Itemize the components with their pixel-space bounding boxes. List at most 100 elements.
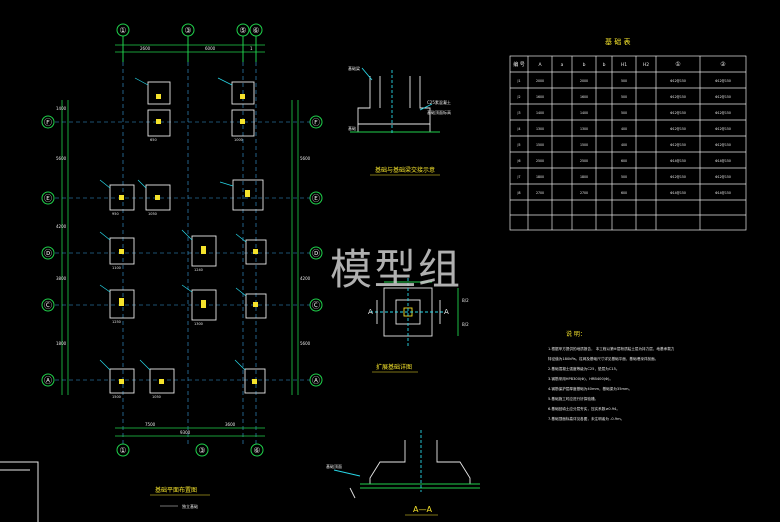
section-label: 基础顶面: [326, 463, 342, 469]
table-cell: Φ12@150: [670, 127, 686, 131]
table-cell: 2700: [580, 191, 588, 195]
table-cell: Φ12@150: [715, 175, 731, 179]
axis-top-5: ⑤: [239, 26, 246, 35]
table-cell: 1400: [536, 111, 544, 115]
table-cell: J5: [517, 143, 521, 147]
axis-bottom-6: ⑥: [253, 446, 260, 455]
table-cell: 400: [621, 127, 627, 131]
detail-top-label-found: 基础: [348, 125, 356, 131]
table-cell: Φ12@150: [715, 111, 731, 115]
table-cell: 600: [621, 191, 627, 195]
table-cell: Φ14@150: [670, 191, 686, 195]
table-cell: 1500: [536, 143, 544, 147]
table-cell: J2: [517, 95, 521, 99]
detail-mid-mark-left: A: [368, 308, 373, 316]
table-cell: 2500: [536, 159, 544, 163]
table-cell: J7: [517, 175, 521, 179]
th-r1: ①: [675, 61, 680, 68]
table-cell: Φ14@150: [715, 191, 731, 195]
axis-top-bubbles: [116, 23, 263, 62]
axis-right-d: Ⓓ: [312, 249, 320, 258]
note-line: 2.基础混凝土强度等级为C25，垫层为C15。: [548, 366, 620, 371]
th-a2: a: [561, 63, 564, 68]
axis-right-c: Ⓒ: [312, 301, 320, 310]
dim-bottom-2: 3600: [225, 422, 236, 427]
table-title: 基 础 表: [605, 37, 630, 46]
dim-bottom-1: 7500: [145, 422, 156, 427]
table-cell: 600: [621, 159, 627, 163]
footing-dim-1: 650: [150, 138, 157, 142]
dim-right-1: 5600: [300, 156, 311, 161]
table-cell: 2700: [536, 191, 544, 195]
axis-left-d: Ⓓ: [44, 249, 52, 258]
th-r2: ②: [720, 61, 726, 68]
table-cell: Φ12@150: [715, 143, 731, 147]
th-b2: b: [603, 62, 606, 68]
footing-dim-7: 1250: [112, 320, 121, 324]
plan-legend-label: 独立基础: [182, 503, 198, 509]
table-cell: J1: [517, 79, 521, 83]
table-cell: 1400: [580, 111, 588, 115]
footing-dim-4: 1050: [148, 212, 157, 216]
table-cell: 1300: [536, 127, 544, 131]
th-id: 编 号: [513, 61, 525, 68]
table-cell: 1600: [580, 95, 588, 99]
dim-left-4: 3800: [56, 276, 67, 281]
footing-dim-3: 950: [112, 212, 119, 216]
table-cell: J3: [517, 111, 521, 115]
axis-left-e: Ⓔ: [44, 194, 52, 203]
table-cell: 1600: [536, 95, 544, 99]
axis-right-e: Ⓔ: [312, 194, 320, 203]
dim-left-5: 1800: [56, 341, 67, 346]
table-cell: 1800: [536, 175, 544, 179]
section-title: A—A: [413, 505, 432, 514]
notes: 说 明： 1.根据甲方提供的地质报告， 本工程以第⑥层粉质粘土层为持力层，地基承…: [548, 330, 675, 421]
detail-top-note1: C25素混凝土: [427, 99, 451, 105]
note-line: 7.基础顶面标高详见各图，未注明者为 -0.9m。: [548, 416, 624, 421]
dim-right-2: 4200: [300, 276, 311, 281]
dim-left-1: 1400: [56, 106, 67, 111]
watermark: 模型组: [330, 245, 463, 294]
footing-dim-2: 1000: [234, 138, 243, 142]
table-cell: Φ14@150: [670, 159, 686, 163]
plan-title: 基础平面布置图: [155, 486, 197, 494]
table-cell: J6: [517, 159, 521, 163]
axis-left-a: Ⓐ: [44, 376, 52, 385]
th-h1: H1: [621, 62, 627, 68]
th-h2: H2: [643, 62, 649, 68]
axis-right-a: Ⓐ: [312, 376, 320, 385]
dim-left-3: 4200: [56, 224, 67, 229]
footing-dim-5: 1100: [112, 266, 121, 270]
table-cell: Φ12@150: [670, 111, 686, 115]
detail-mid-dim2: B/2: [462, 322, 469, 327]
note-line: 特征值为180kPa。柱网及基础尺寸详见基础平面，基础埋深详剖面。: [548, 356, 658, 361]
axis-right-f: Ⓕ: [312, 118, 320, 127]
footing-dim-10: 1050: [152, 395, 161, 399]
dim-top-2: 6000: [205, 46, 216, 51]
dim-top-1: 2600: [140, 46, 151, 51]
table-cell: 500: [621, 175, 627, 179]
table-cell: 1500: [580, 143, 588, 147]
foundation-plan: ① ③ ⑤ ⑥ 2600 6000 1 Ⓕ Ⓔ Ⓓ Ⓒ Ⓐ: [41, 23, 323, 509]
detail-spread-footing: [370, 278, 459, 346]
note-line: 1.根据甲方提供的地质报告， 本工程以第⑥层粉质粘土层为持力层，地基承载力: [548, 346, 675, 351]
section-a-a: [333, 430, 480, 499]
table-cell: Φ12@150: [715, 95, 731, 99]
detail-top-title: 基础与基础梁交接示意: [375, 166, 435, 174]
table-cell: 2000: [536, 79, 544, 83]
detail-beam-joint: [350, 67, 440, 134]
table-cell: Φ12@150: [715, 127, 731, 131]
table-cell: Φ12@150: [670, 95, 686, 99]
dim-bottom-total: 9300: [180, 430, 191, 435]
footing-dim-9: 1500: [112, 395, 121, 399]
axis-left-c: Ⓒ: [44, 301, 52, 310]
table-cell: 2000: [580, 79, 588, 83]
footing-dim-6: 1240: [194, 268, 203, 272]
table-cell: 400: [621, 143, 627, 147]
axis-bottom-3: ③: [198, 446, 205, 455]
table-cell: Φ12@150: [670, 79, 686, 83]
detail-mid-title: 扩展基础详图: [376, 363, 412, 371]
axis-top-6: ⑥: [252, 26, 259, 35]
table-cell: 500: [621, 79, 627, 83]
